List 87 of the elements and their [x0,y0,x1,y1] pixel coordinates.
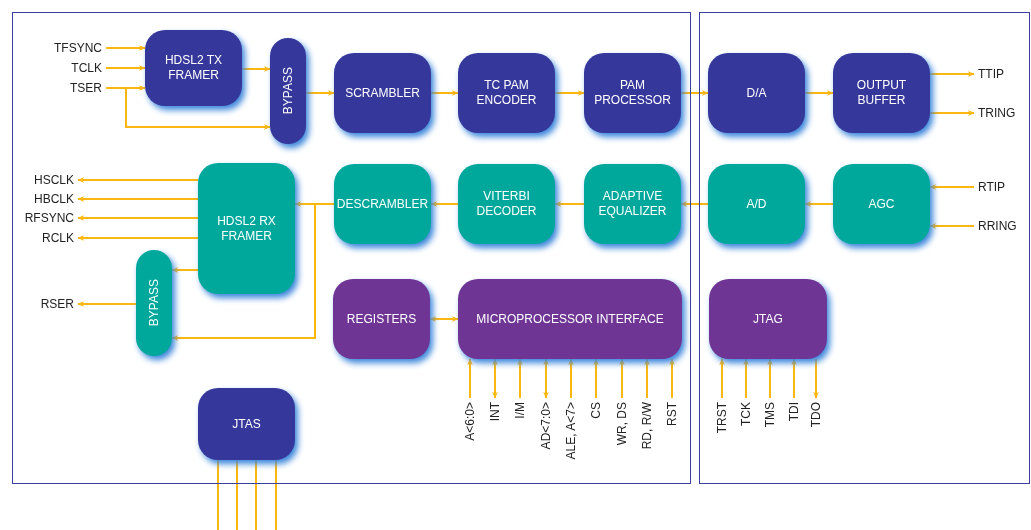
arrow [105,45,146,51]
arrow [929,184,975,190]
arrow [430,201,459,207]
arrow [680,201,709,207]
process-box: DESCRAMBLER [334,164,431,244]
signal-label: RCLK [0,231,74,245]
arrow [77,215,199,221]
pin-label: A<6:0> [463,402,477,441]
pin-label: TDI [787,402,801,422]
signal-label: RFSYNC [0,211,74,225]
arrow [171,203,335,341]
arrow [929,71,975,77]
process-box: VITERBI DECODER [458,164,555,244]
pin-label: INT [488,402,502,422]
process-box: SCRAMBLER [334,53,431,133]
pin-label: RD, R/W [640,402,654,450]
arrow [929,110,975,116]
pin-label: RST [665,402,679,426]
pin-label: TRST [715,402,729,434]
arrow [492,358,498,399]
pin-label: CS [589,402,603,419]
pin-label: TDO [809,402,823,428]
arrow [568,358,574,399]
signal-line [255,459,257,530]
pin-label: ALE, A<7> [564,402,578,460]
bypass-pill: BYPASS [136,250,172,356]
process-box: A/D [708,164,805,244]
arrow [593,358,599,399]
arrow [619,358,625,399]
signal-label: TTIP [978,67,1028,81]
arrow [517,358,523,399]
pin-label: TCK [739,402,753,426]
arrow [554,90,585,96]
arrow [791,358,797,399]
process-box: ADAPTIVE EQUALIZER [584,164,681,244]
process-box: D/A [708,53,805,133]
arrow [77,177,199,183]
signal-label: TRING [978,106,1028,120]
arrow [813,358,819,399]
arrow [767,358,773,399]
pin-label: AD<7:0> [539,402,553,450]
arrow [77,196,199,202]
arrow [241,66,271,72]
signal-label: HSCLK [0,173,74,187]
process-box: OUTPUT BUFFER [833,53,930,133]
process-box: HDSL2 TX FRAMER [145,30,242,106]
arrow [77,235,199,241]
arrow [804,201,834,207]
arrow [77,301,137,307]
arrow [105,87,271,130]
arrow [467,358,473,399]
pin-label: WR, DS [615,402,629,446]
arrow [644,358,650,399]
arrow [680,90,709,96]
arrow [554,201,585,207]
arrow [543,358,549,399]
arrow [171,267,199,273]
arrow [929,223,975,229]
process-box: JTAS [198,388,295,460]
signal-label: TSER [20,81,102,95]
process-box: REGISTERS [333,279,430,359]
arrow [719,358,725,399]
pin-label: I/M [513,402,527,419]
signal-label: RRING [978,219,1028,233]
signal-label: RTIP [978,180,1028,194]
process-box: AGC [833,164,930,244]
signal-line [236,459,238,530]
process-box: HDSL2 RX FRAMER [198,163,295,294]
bypass-pill: BYPASS [270,38,306,144]
pin-label: TMS [763,402,777,428]
arrow [430,90,459,96]
signal-label: HBCLK [0,192,74,206]
process-box: MICROPROCESSOR INTERFACE [458,279,682,359]
signal-line [217,459,219,530]
process-box: PAM PROCESSOR [584,53,681,133]
arrow [669,358,675,399]
process-box: TC PAM ENCODER [458,53,555,133]
signal-line [275,459,277,530]
arrow [429,316,459,322]
arrow [105,65,146,71]
signal-label: TCLK [20,61,102,75]
arrow [305,90,335,96]
signal-label: RSER [0,297,74,311]
process-box: JTAG [709,279,827,359]
arrow [743,358,749,399]
arrow [804,90,834,96]
signal-label: TFSYNC [20,41,102,55]
